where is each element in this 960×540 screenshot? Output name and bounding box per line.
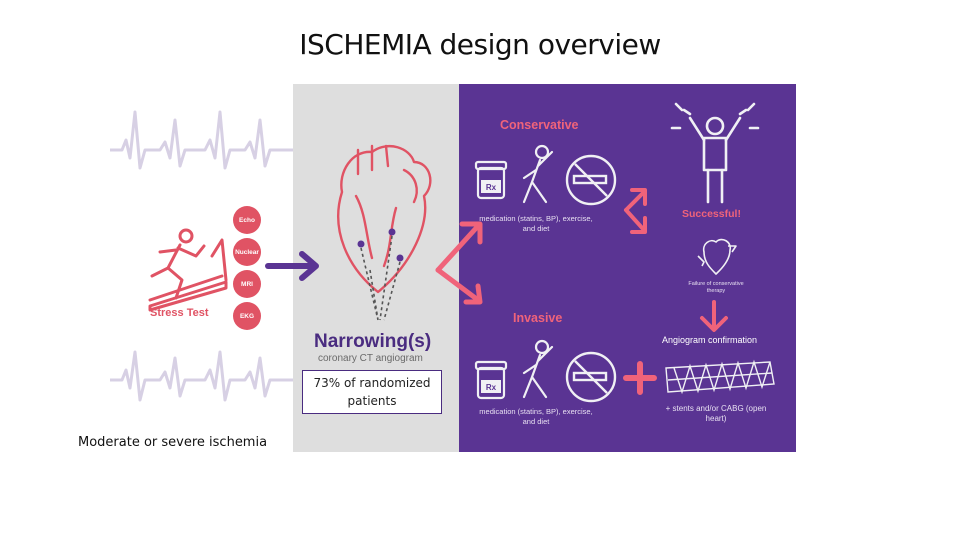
celebrating-person-icon	[670, 102, 760, 204]
test-nuclear-badge: Nuclear	[233, 238, 261, 266]
imaging-subtitle: coronary CT angiogram	[318, 353, 423, 364]
arrow-to-imaging-icon	[265, 251, 319, 281]
randomized-callout-text: 73% of randomized patients	[313, 376, 431, 408]
test-ekg-badge: EKG	[233, 302, 261, 330]
test-echo-badge: Echo	[233, 206, 261, 234]
narrowing-marker-icon	[388, 228, 396, 236]
plus-icon	[623, 361, 657, 395]
rx-bottle-icon	[474, 160, 508, 200]
rx-label-text: Rx	[486, 383, 497, 392]
test-mri-badge: MRI	[233, 270, 261, 298]
stents-cabg-label: + stents and/or CABG (open heart)	[665, 404, 767, 423]
success-label: Successful!	[682, 208, 741, 220]
ecg-line-top-icon	[110, 110, 293, 170]
rx-label-text: Rx	[486, 183, 497, 192]
invasive-title: Invasive	[513, 311, 563, 325]
rx-bottle-icon	[474, 360, 508, 400]
page-title: ISCHEMIA design overview	[299, 28, 661, 61]
down-arrow-icon	[700, 300, 728, 332]
rx-label-icon	[481, 380, 501, 393]
heart-icon	[337, 144, 432, 294]
conservative-title: Conservative	[500, 118, 579, 132]
invasive-treatment-text: medication (statins, BP), exercise, and …	[479, 407, 593, 426]
ecg-line-bottom-icon	[110, 350, 293, 402]
failing-heart-icon	[697, 238, 737, 275]
conservative-treatment-text: medication (statins, BP), exercise, and …	[479, 214, 593, 233]
ischemia-footnote: Moderate or severe ischemia	[78, 435, 268, 450]
failure-label: Failure of conservative therapy	[688, 281, 744, 294]
outcome-arrow-icon	[624, 188, 647, 234]
stress-test-label: Stress Test	[150, 307, 209, 319]
narrowing-marker-icon	[396, 254, 404, 262]
split-arrows-icon	[435, 221, 483, 305]
randomized-callout: 73% of randomized patients	[302, 370, 442, 414]
exercise-figure-icon	[522, 144, 554, 399]
no-smoking-icon	[565, 154, 617, 403]
imaging-title: Narrowing(s)	[314, 331, 432, 352]
angiogram-confirmation-label: Angiogram confirmation	[662, 335, 758, 345]
stent-icon	[665, 359, 775, 395]
rx-label-icon	[481, 180, 501, 193]
treadmill-runner-icon	[148, 228, 228, 312]
ct-beam-icon	[360, 235, 401, 321]
narrowing-marker-icon	[357, 240, 365, 248]
treatment-panel	[459, 84, 796, 452]
